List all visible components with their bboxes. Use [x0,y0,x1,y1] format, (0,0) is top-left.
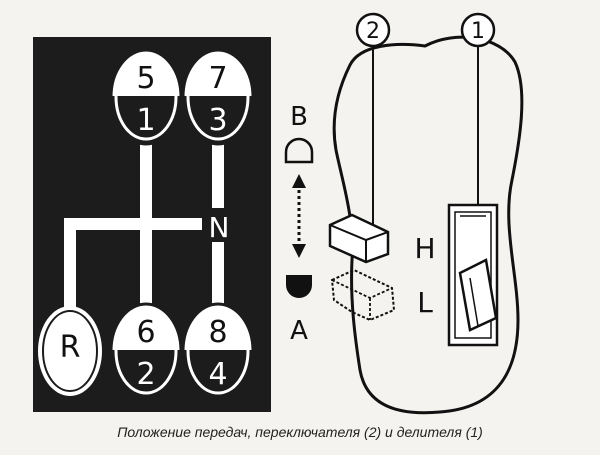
gear-position-reverse: R [38,306,102,396]
gear-pattern-panel: N 5 1 7 3 R 6 2 [33,37,271,412]
gate-reverse-vertical [64,218,76,313]
figure-caption: Положение передач, переключателя (2) и д… [117,424,483,440]
arrow-down-icon [292,244,306,258]
gear-label-r: R [60,330,81,365]
gear-label-6: 6 [136,315,155,350]
gear-label-5: 5 [136,61,155,96]
gear-label-7: 7 [208,61,227,96]
gear-position-6-2: 6 2 [109,302,183,400]
gear-label-4: 4 [208,357,227,392]
range-switch-lever-shade [469,277,479,327]
gear-label-2: 2 [136,357,155,392]
shift-gate-lines [64,142,224,327]
gear-position-7-3: 7 3 [181,48,255,146]
arrow-up-icon [292,174,306,188]
gear-label-1: 1 [136,103,155,138]
gear-label-8: 8 [208,315,227,350]
range-label-h: H [414,232,435,265]
callout-2-label: 2 [366,19,380,44]
splitter-tab-edge [329,224,389,262]
gate-left-vertical [140,142,152,327]
splitter-tab-dotted [330,268,396,322]
callout-1-label: 1 [471,19,485,44]
splitter-label-b: B [290,102,308,132]
splitter-tab-solid [328,213,390,264]
splitter-high-dome-icon [284,137,314,164]
splitter-tab-dotted-edge [331,279,393,320]
range-switch-inner-slot [454,211,492,339]
gear-lever-knob: 2 1 H L [328,12,524,415]
splitter-label-a: A [290,316,308,346]
gate-horizontal [64,218,224,230]
range-label-l: L [417,286,433,319]
neutral-label: N [209,211,230,244]
range-switch-lever [458,258,498,332]
splitter-low-dome-icon [286,275,312,298]
gear-position-8-4: 8 4 [181,302,255,400]
gear-label-3: 3 [208,103,227,138]
splitter-indicator: B A [284,102,314,346]
gear-position-5-1: 5 1 [109,48,183,146]
neutral-label-backing [202,208,236,242]
